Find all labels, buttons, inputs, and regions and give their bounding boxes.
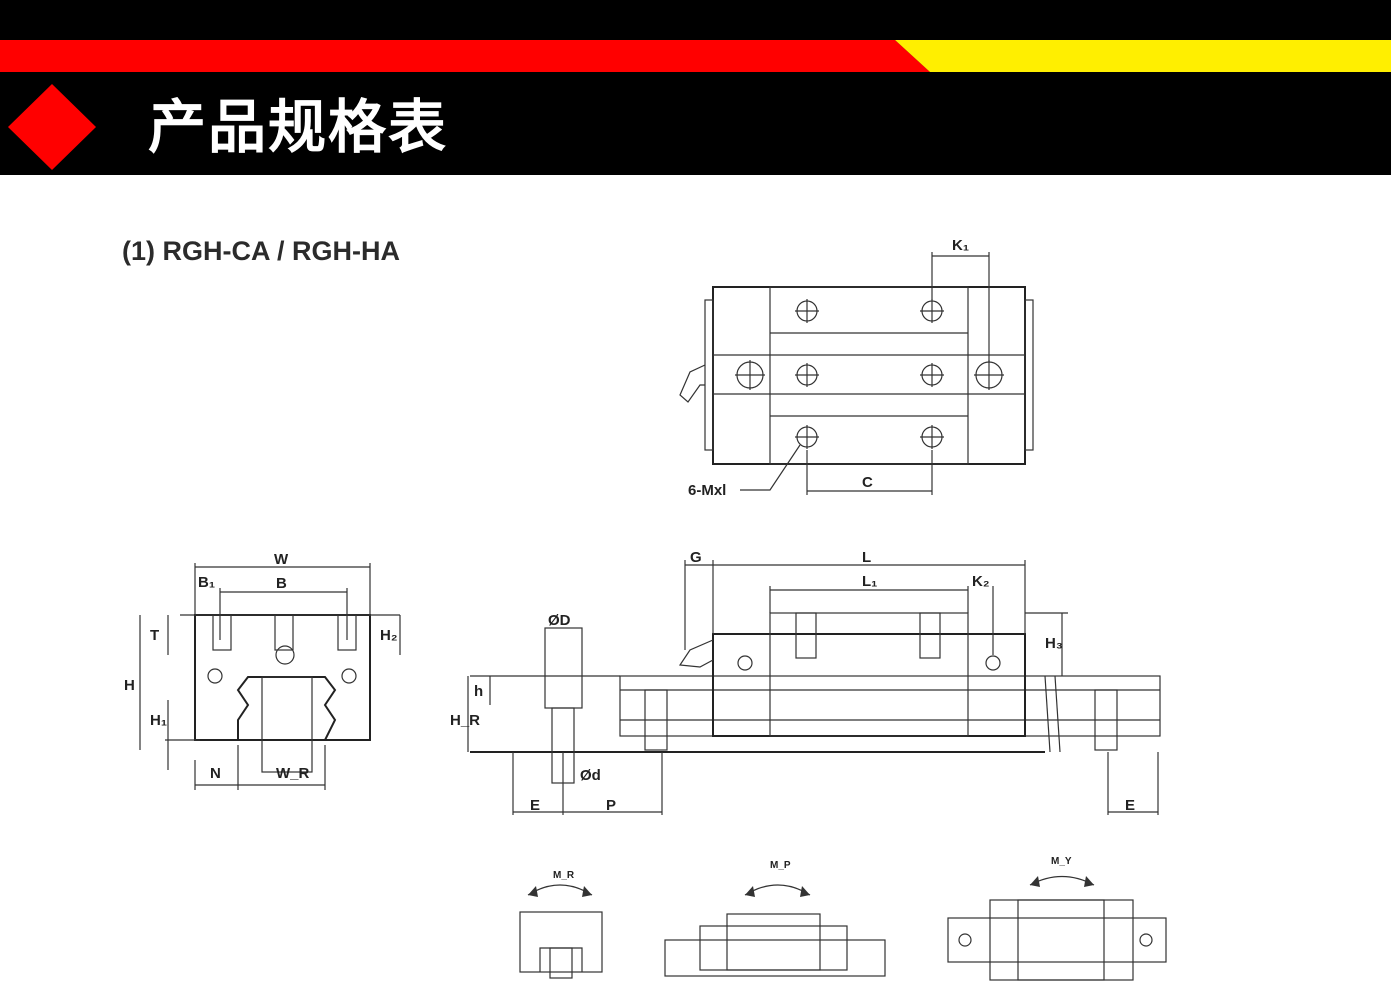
moment-mp-icon bbox=[664, 884, 886, 977]
label-w: W bbox=[274, 551, 289, 568]
label-h2: H₂ bbox=[380, 627, 398, 644]
label-e: E bbox=[530, 797, 540, 814]
label-n: N bbox=[210, 765, 221, 782]
label-hr: H_R bbox=[450, 712, 480, 729]
diamond-icon bbox=[8, 84, 96, 170]
side-view bbox=[467, 560, 1161, 815]
moment-mr-icon bbox=[519, 884, 603, 979]
yellow-stripe bbox=[895, 40, 1391, 72]
label-k1: K₁ bbox=[952, 237, 969, 254]
technical-drawing: K₁ C 6-Mxl W B₁ B T H bbox=[124, 237, 1167, 981]
label-b: B bbox=[276, 575, 287, 592]
label-od: ØD bbox=[548, 612, 571, 629]
label-h: H bbox=[124, 677, 135, 694]
header-banner bbox=[0, 0, 1391, 196]
label-k2: K₂ bbox=[972, 573, 990, 590]
label-my: M_Y bbox=[1051, 856, 1072, 867]
label-g: G bbox=[690, 549, 702, 566]
top-view bbox=[679, 252, 1034, 495]
label-b1: B₁ bbox=[198, 574, 215, 591]
label-od-small: Ød bbox=[580, 767, 601, 784]
label-c: C bbox=[862, 474, 873, 491]
label-h-small: h bbox=[474, 683, 483, 700]
label-wr: W_R bbox=[276, 765, 310, 782]
red-stripe bbox=[0, 40, 930, 72]
label-h1: H₁ bbox=[150, 712, 167, 729]
label-p: P bbox=[606, 797, 616, 814]
moment-my-icon bbox=[947, 876, 1167, 981]
label-l1: L₁ bbox=[862, 573, 877, 590]
page-title: 产品规格表 bbox=[148, 93, 449, 161]
label-t: T bbox=[150, 627, 159, 644]
label-h3: H₃ bbox=[1045, 635, 1063, 652]
label-l: L bbox=[862, 549, 871, 566]
section-label: (1) RGH-CA / RGH-HA bbox=[122, 236, 400, 266]
end-view bbox=[139, 563, 401, 790]
label-e-right: E bbox=[1125, 797, 1135, 814]
label-mr: M_R bbox=[553, 870, 575, 881]
label-mp: M_P bbox=[770, 860, 791, 871]
label-6-mxl: 6-Mxl bbox=[688, 482, 726, 499]
header-graphic bbox=[0, 0, 1391, 175]
